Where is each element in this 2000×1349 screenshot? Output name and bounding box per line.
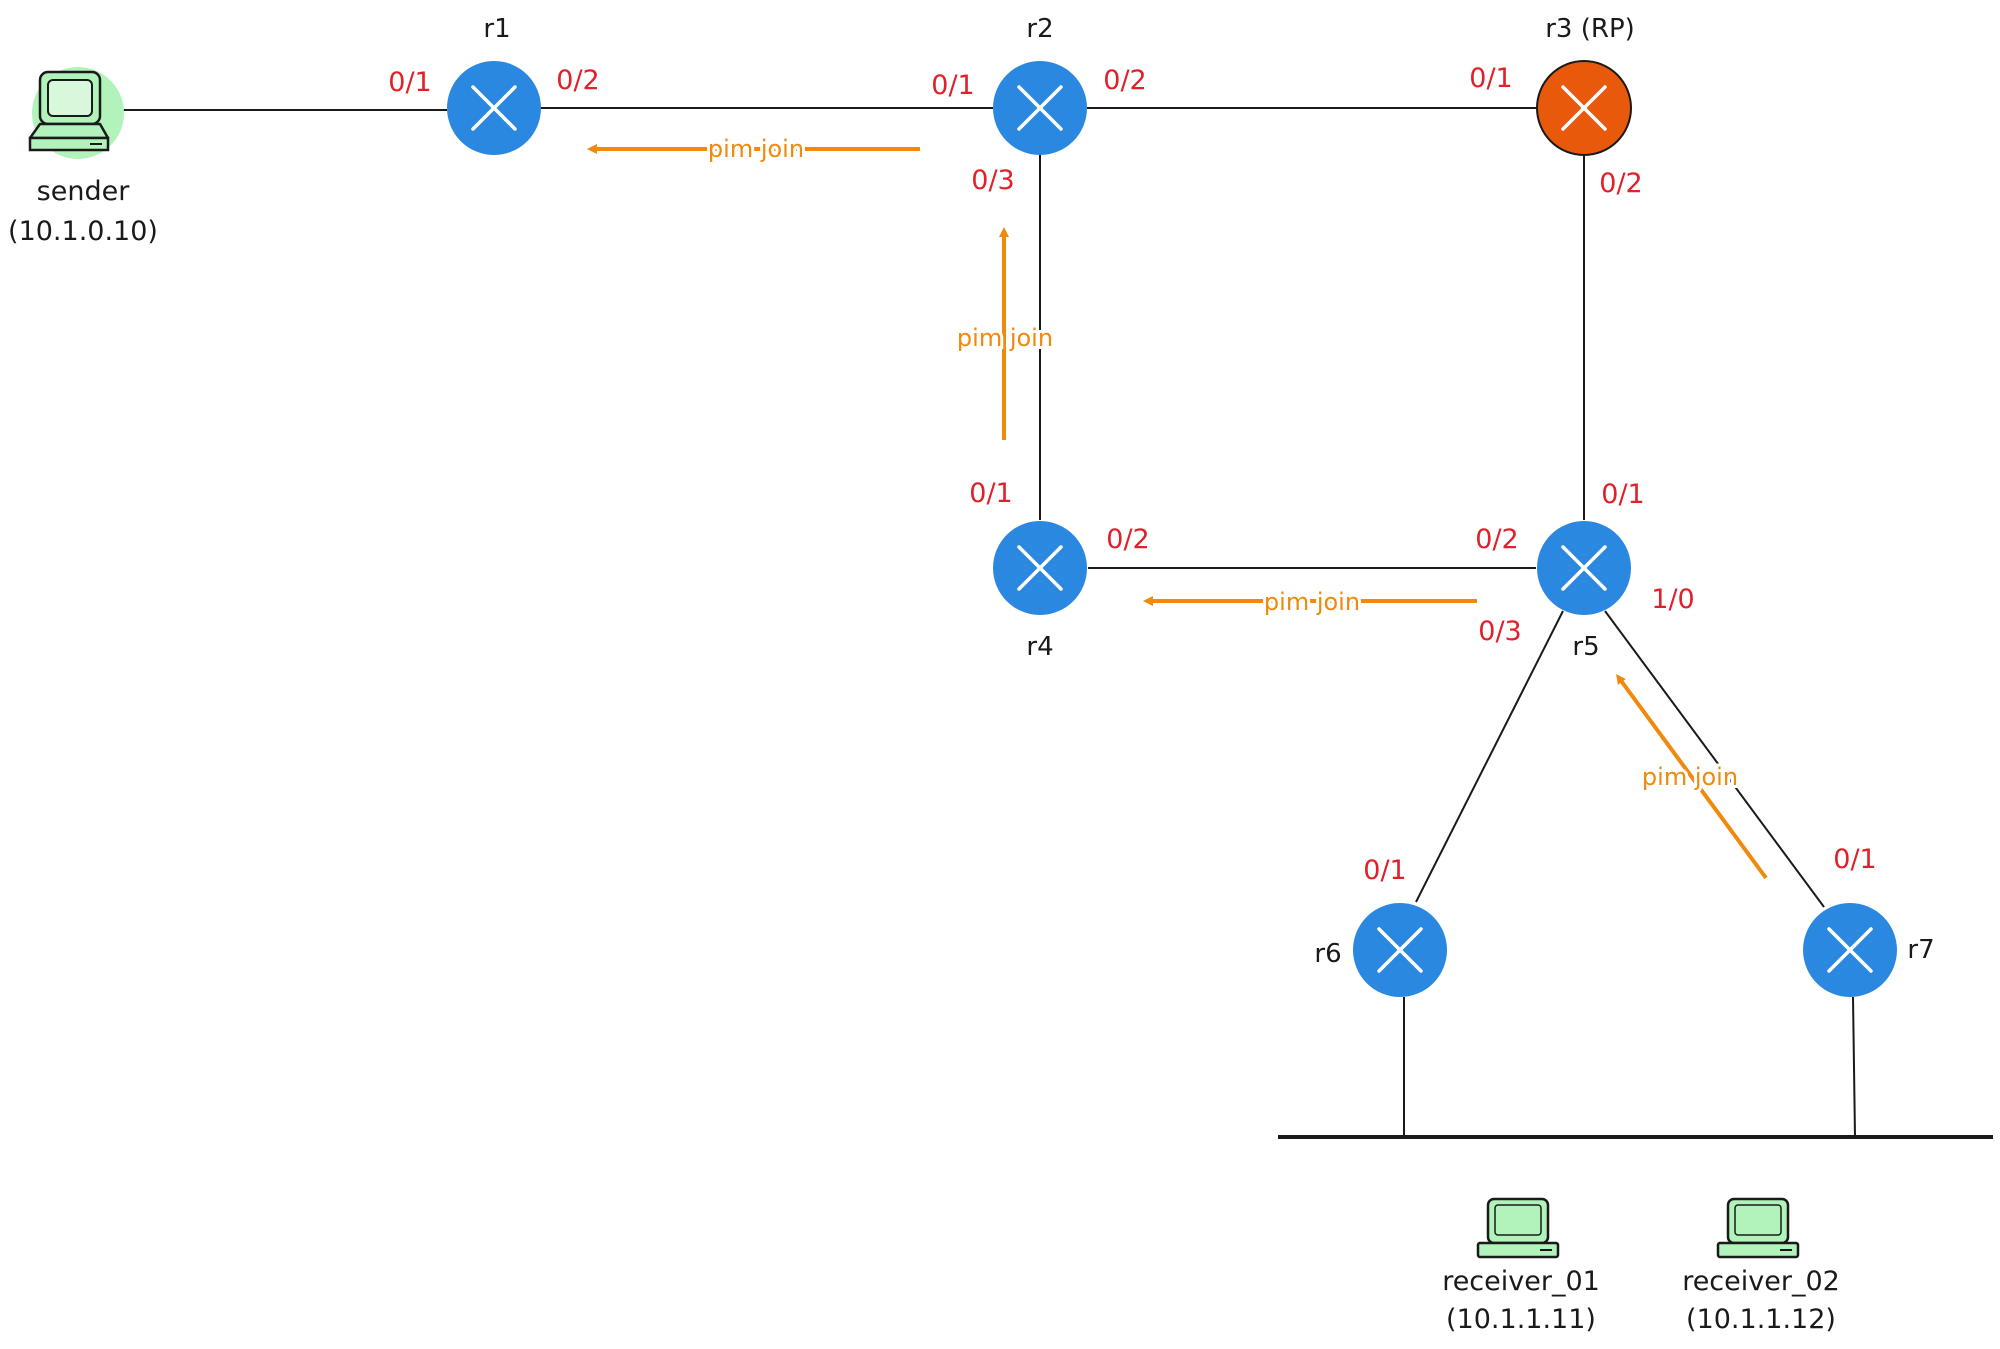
port-r2-0-1: 0/1 — [931, 70, 974, 101]
pim-join-arrow-r7-r5 — [1616, 673, 1768, 880]
router-labels: r1 r2 r3 (RP) r4 r5 r6 r7 — [483, 14, 1934, 969]
router-label-r4: r4 — [1026, 632, 1053, 662]
port-r4-0-1: 0/1 — [969, 478, 1012, 509]
computer-icon — [1476, 1197, 1560, 1259]
router-r1[interactable] — [447, 61, 541, 155]
host-receiver-01[interactable] — [1476, 1197, 1560, 1259]
port-r3-0-1: 0/1 — [1469, 63, 1512, 94]
port-labels: 0/1 0/2 0/1 0/2 0/3 0/1 0/2 0/1 0/2 0/1 … — [388, 63, 1876, 886]
router-r4[interactable] — [993, 521, 1087, 615]
port-r1-0-1: 0/1 — [388, 67, 431, 98]
host-ip-receiver-02: (10.1.1.12) — [1686, 1304, 1836, 1335]
router-label-r3: r3 (RP) — [1545, 14, 1635, 44]
computer-icon — [28, 70, 110, 152]
router-r3-rp[interactable] — [1536, 60, 1632, 156]
router-r7[interactable] — [1803, 903, 1897, 997]
computer-icon — [1716, 1197, 1800, 1259]
host-ip-receiver-01: (10.1.1.11) — [1446, 1304, 1596, 1335]
port-r5-0-1: 0/1 — [1601, 479, 1644, 510]
router-label-r5: r5 — [1572, 632, 1599, 662]
pim-join-arrows: pim join pim join pim join pim join — [587, 132, 1768, 880]
host-label-sender: sender — [37, 176, 131, 207]
router-r5[interactable] — [1537, 521, 1631, 615]
link-r5-r6 — [1415, 610, 1564, 903]
port-r2-0-3: 0/3 — [971, 165, 1014, 196]
link-r7-lan — [1852, 996, 1856, 1138]
hosts: sender (10.1.0.10) receiver_01 (10.1.1.1… — [8, 67, 1840, 1335]
port-r7-0-1: 0/1 — [1833, 844, 1876, 875]
port-r3-0-2: 0/2 — [1599, 168, 1642, 199]
pim-join-label-r2-r1: pim join — [708, 135, 804, 163]
host-label-receiver-01: receiver_01 — [1442, 1266, 1600, 1297]
port-r4-0-2: 0/2 — [1106, 524, 1149, 555]
pim-join-label-r5-r4: pim join — [1264, 588, 1360, 616]
host-label-receiver-02: receiver_02 — [1682, 1266, 1840, 1297]
link-r5-r7 — [1604, 610, 1825, 908]
pim-join-label-r4-r2: pim join — [957, 324, 1053, 352]
host-ip-sender: (10.1.0.10) — [8, 216, 158, 247]
pim-join-label-r7-r5: pim join — [1642, 763, 1738, 791]
port-r5-0-3: 0/3 — [1478, 616, 1521, 647]
port-r1-0-2: 0/2 — [556, 65, 599, 96]
router-label-r2: r2 — [1026, 14, 1053, 44]
port-r5-0-2: 0/2 — [1475, 524, 1518, 555]
router-r2[interactable] — [993, 61, 1087, 155]
host-receiver-02[interactable] — [1716, 1197, 1800, 1259]
links — [115, 107, 1993, 1139]
port-r2-0-2: 0/2 — [1103, 65, 1146, 96]
port-r5-1-0: 1/0 — [1651, 584, 1694, 615]
router-r6[interactable] — [1353, 903, 1447, 997]
port-r6-0-1: 0/1 — [1363, 855, 1406, 886]
routers — [447, 60, 1897, 997]
host-sender[interactable] — [28, 67, 124, 159]
router-label-r7: r7 — [1907, 935, 1934, 965]
router-label-r1: r1 — [483, 14, 510, 44]
router-label-r6: r6 — [1314, 939, 1341, 969]
